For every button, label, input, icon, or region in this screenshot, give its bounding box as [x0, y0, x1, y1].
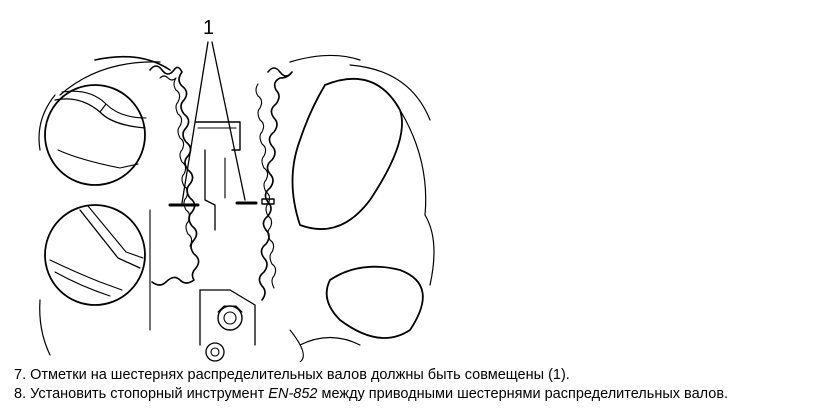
right-sprocket: [289, 54, 435, 362]
left-sprocket: [38, 55, 171, 356]
cylinder-head-housing: [194, 121, 256, 362]
callout-label: 1: [203, 17, 215, 39]
right-sprocket-teeth: [255, 67, 293, 301]
instruction-step-7: 7. Отметки на шестернях распределительны…: [14, 366, 814, 385]
tool-name: EN-852: [268, 386, 318, 402]
instruction-step-8: 8. Установить стопорный инструмент EN-85…: [14, 385, 814, 404]
detail-circle-upper: [44, 84, 147, 186]
step-text: Установить стопорный инструмент: [30, 386, 265, 402]
step-number: 7.: [14, 367, 27, 383]
step-text-continued: между приводными шестернями распределите…: [321, 386, 729, 402]
step-text: Отметки на шестернях распределительных в…: [30, 367, 570, 383]
instruction-list: 7. Отметки на шестернях распределительны…: [14, 366, 814, 404]
bolt: [217, 305, 243, 331]
technical-illustration: 1: [38, 17, 435, 362]
alignment-marks: [168, 198, 275, 207]
left-sprocket-teeth: [149, 65, 200, 331]
step-number: 8.: [14, 386, 27, 402]
bolt-lower: [205, 342, 225, 362]
camshaft-sprocket-drawing: [38, 41, 435, 362]
callout-leaders: [181, 41, 246, 204]
detail-circle-lower: [44, 204, 146, 306]
